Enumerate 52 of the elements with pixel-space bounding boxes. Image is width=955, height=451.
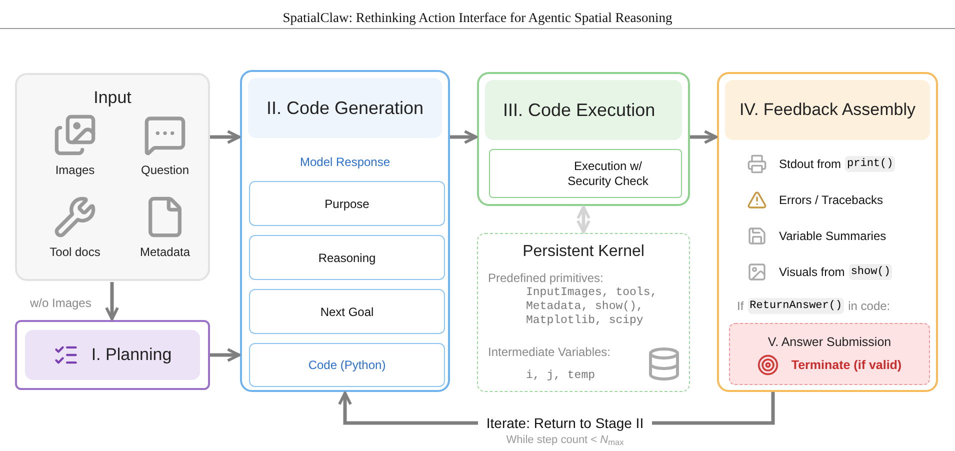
code-snippet: ReturnAnswer() <box>748 298 844 314</box>
stage-panel <box>240 70 450 392</box>
stage-title: IV. Feedback Assembly <box>725 80 930 140</box>
panel-title: Input <box>94 88 132 107</box>
loop-condition: While step count < N$_{max}$ <box>506 433 624 448</box>
stage-panel <box>717 72 938 392</box>
section-label: Predefined primitives: <box>488 271 604 285</box>
panel-title: Persistent Kernel <box>522 243 644 260</box>
process-box <box>489 149 682 198</box>
box-title: V. Answer Submission <box>768 335 892 349</box>
arrow <box>450 130 478 144</box>
code-snippet: show() <box>848 264 892 280</box>
field-box <box>249 235 445 280</box>
feedback-item: Errors / Tracebacks <box>779 192 884 209</box>
arrow <box>105 282 119 320</box>
field-box <box>249 343 445 387</box>
arrow <box>210 348 240 362</box>
code-text: i, j, temp <box>526 369 596 382</box>
kernel-panel <box>477 233 690 392</box>
feedback-item: Variable Summaries <box>779 228 886 245</box>
input-caption: Tool docs <box>50 244 100 261</box>
code-snippet: print() <box>845 156 896 172</box>
stage-panel <box>477 72 690 206</box>
arrow <box>690 130 718 144</box>
edge-label: w/o Images <box>30 296 92 310</box>
stage-title: III. Code Execution <box>485 80 682 140</box>
section-label: Model Response <box>300 155 390 169</box>
stage-title: II. Code Generation <box>248 78 442 138</box>
field-label: Purpose <box>324 196 370 212</box>
stage-panel <box>15 320 210 390</box>
field-box <box>249 289 445 334</box>
arrow <box>210 130 240 144</box>
condition-text: If <box>737 298 744 315</box>
feedback-item: Visuals from <box>779 264 845 281</box>
field-label: Reasoning <box>318 250 376 266</box>
field-label: Code (Python) <box>308 357 386 374</box>
input-caption: Images <box>55 162 95 179</box>
input-caption: Metadata <box>140 244 190 261</box>
diagram-title: SpatialClaw: Rethinking Action Interface for Agentic Spatial Reasoning <box>282 10 672 25</box>
field-label: Next Goal <box>320 304 374 320</box>
field-box <box>249 181 445 226</box>
answer-box <box>729 323 930 385</box>
code-text: InputImages, tools, Metadata, show(), Matplotlib, scipy <box>526 286 658 328</box>
input-panel <box>15 73 210 281</box>
process-label: Execution w/ Security Check <box>566 158 650 188</box>
condition-text: in code: <box>848 298 890 315</box>
stage-title: I. Planning <box>91 344 172 366</box>
input-caption: Question <box>140 162 190 179</box>
feedback-item: Stdout from <box>779 156 842 173</box>
arrow <box>576 206 590 234</box>
terminate-label: Terminate (if valid) <box>791 356 902 374</box>
section-label: Intermediate Variables: <box>488 345 611 359</box>
